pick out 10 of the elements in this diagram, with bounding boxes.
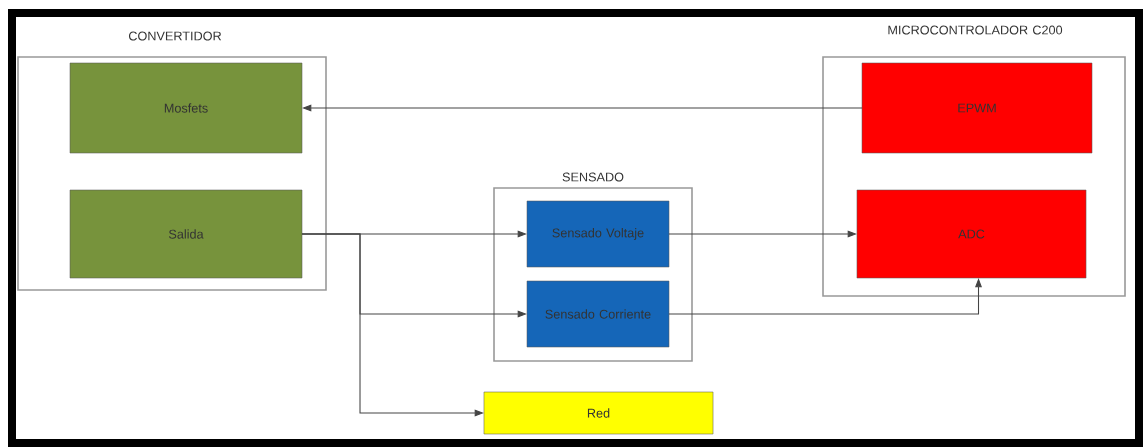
process-box: EPWM	[861, 62, 1093, 154]
group-heading: SENSADO	[562, 172, 624, 182]
process-box: Red	[483, 391, 714, 435]
process-box: ADC	[856, 189, 1087, 279]
group-heading: CONVERTIDOR	[128, 31, 222, 41]
group-heading: MICROCONTROLADOR C200	[888, 25, 1063, 35]
process-box: Sensado Voltaje	[526, 200, 670, 268]
process-box: Sensado Corriente	[526, 280, 670, 348]
process-box: Mosfets	[69, 62, 303, 154]
process-box: Salida	[69, 189, 303, 279]
